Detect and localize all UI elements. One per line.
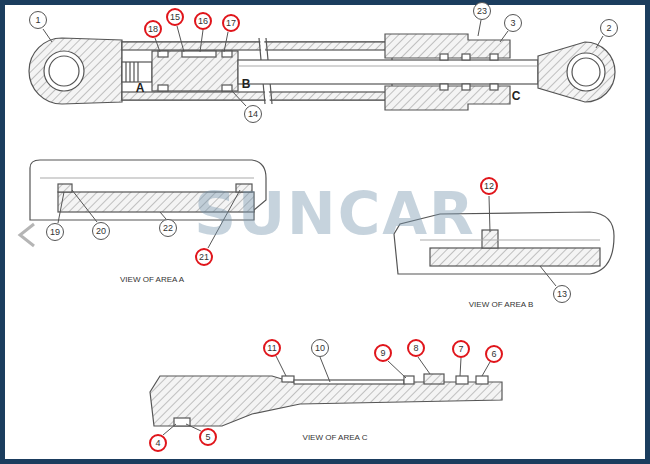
callout-number: 15 <box>166 8 184 26</box>
callout-number: 23 <box>473 2 491 20</box>
callout-number: 20 <box>92 222 110 240</box>
callout-number: 4 <box>149 434 167 452</box>
callout-number: 9 <box>374 344 392 362</box>
view-caption: VIEW OF AREA A <box>120 275 184 284</box>
callout-number: 8 <box>407 339 425 357</box>
callout-number: 7 <box>452 340 470 358</box>
callout-number: 21 <box>195 248 213 266</box>
callout-number: 10 <box>311 339 329 357</box>
callout-number: 17 <box>222 14 240 32</box>
callout-number: 18 <box>144 20 162 38</box>
area-letter: C <box>512 89 521 103</box>
callout-number: 12 <box>480 177 498 195</box>
area-letter: A <box>136 81 145 95</box>
callout-number: 5 <box>199 428 217 446</box>
area-letter: B <box>242 77 251 91</box>
callout-number: 19 <box>46 223 64 241</box>
callout-number: 6 <box>485 345 503 363</box>
view-caption: VIEW OF AREA B <box>469 300 533 309</box>
callout-number: 11 <box>263 339 281 357</box>
callout-number: 14 <box>244 105 262 123</box>
view-caption: VIEW OF AREA C <box>303 433 368 442</box>
callout-number: 16 <box>194 12 212 30</box>
callout-number: 1 <box>29 11 47 29</box>
callout-number: 22 <box>159 219 177 237</box>
callout-number: 2 <box>600 19 618 37</box>
watermark: SUNCAR <box>194 180 476 248</box>
callout-number: 3 <box>504 14 522 32</box>
callout-number: 13 <box>553 285 571 303</box>
